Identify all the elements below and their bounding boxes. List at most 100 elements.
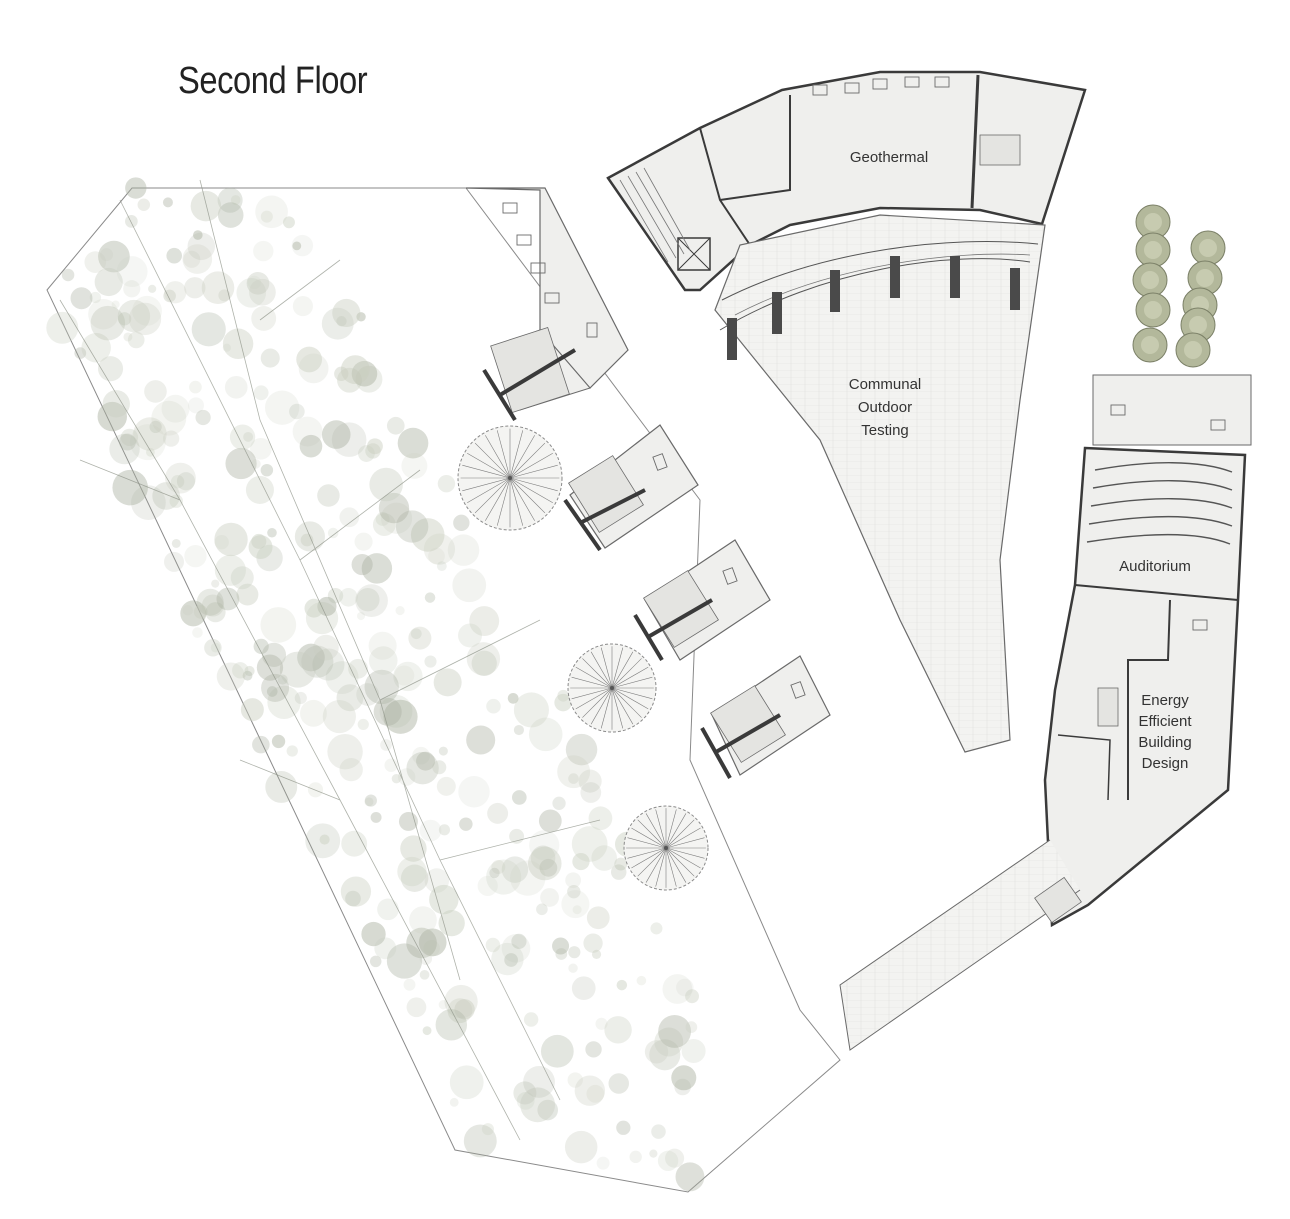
- site-boundary: [46, 187, 841, 1193]
- leaf-cluster: [171, 539, 181, 548]
- leaf-cluster: [317, 484, 340, 507]
- leaf-cluster: [265, 771, 298, 803]
- leaf-cluster: [210, 642, 221, 653]
- leaf-cluster: [123, 332, 133, 342]
- leaf-cluster: [591, 949, 602, 960]
- leaf-cluster: [377, 898, 399, 921]
- leaf-cluster: [253, 638, 269, 655]
- leaf-cluster: [201, 594, 224, 617]
- leaf-cluster: [424, 868, 450, 893]
- leaf-cluster: [307, 782, 324, 798]
- leaf-cluster: [564, 1130, 598, 1164]
- leaf-cluster: [370, 811, 382, 823]
- leaf-cluster: [321, 307, 354, 340]
- leaf-cluster: [214, 522, 248, 557]
- leaf-cluster: [507, 692, 519, 704]
- leaf-cluster: [391, 773, 402, 784]
- leaf-cluster: [372, 513, 396, 536]
- leaf-cluster: [260, 210, 273, 223]
- leaf-cluster: [528, 717, 563, 752]
- leaf-cluster: [240, 698, 264, 722]
- leaf-cluster: [148, 284, 157, 293]
- leaf-cluster: [339, 587, 358, 607]
- leaf-cluster: [327, 527, 339, 539]
- leaf-cluster: [568, 773, 579, 784]
- leaf-cluster: [449, 1065, 484, 1100]
- leaf-cluster: [418, 928, 447, 957]
- leaf-cluster: [187, 397, 204, 414]
- leaf-cluster: [410, 518, 445, 552]
- leaf-cluster: [487, 802, 509, 824]
- leaf-cluster: [509, 828, 525, 844]
- leaf-cluster: [489, 867, 500, 879]
- leaf-cluster: [481, 1123, 494, 1136]
- leaf-cluster: [230, 566, 254, 590]
- leaf-cluster: [251, 533, 267, 549]
- leaf-cluster: [419, 819, 442, 842]
- leaf-cluster: [129, 424, 166, 461]
- leaf-cluster: [187, 232, 216, 261]
- leaf-cluster: [271, 734, 286, 749]
- leaf-cluster: [565, 733, 598, 766]
- leaf-cluster: [247, 275, 261, 290]
- label-auditorium: Auditorium: [1119, 558, 1191, 575]
- leaf-cluster: [432, 760, 447, 775]
- tree-icon: [1132, 262, 1168, 298]
- leaf-cluster: [438, 999, 449, 1010]
- columnar-trees: [1132, 204, 1226, 368]
- leaf-cluster: [561, 890, 590, 919]
- leaf-cluster: [436, 561, 447, 572]
- leaf-cluster: [189, 380, 202, 394]
- leaf-cluster: [89, 291, 102, 304]
- leaf-cluster: [74, 347, 87, 360]
- leaf-cluster: [649, 1149, 658, 1158]
- leaf-cluster: [665, 1148, 685, 1168]
- leaf-cluster: [571, 976, 596, 1001]
- leaf-cluster: [266, 686, 278, 697]
- leaf-cluster: [572, 852, 590, 871]
- leaf-cluster: [217, 187, 243, 213]
- leaf-cluster: [452, 568, 487, 603]
- leaf-cluster: [292, 296, 313, 317]
- leaf-cluster: [616, 979, 628, 991]
- leaf-cluster: [102, 390, 130, 418]
- leaf-cluster: [681, 1039, 706, 1064]
- table-icon: [502, 202, 518, 214]
- leaf-cluster: [516, 1091, 535, 1110]
- table-icon: [530, 262, 546, 274]
- leaf-cluster: [595, 1017, 608, 1030]
- table-icon: [586, 322, 598, 338]
- leaf-cluster: [477, 875, 498, 896]
- leaf-cluster: [191, 312, 226, 347]
- communal-outdoor-area: [714, 214, 1046, 753]
- leaf-cluster: [435, 1009, 468, 1041]
- leaf-cluster: [292, 241, 302, 251]
- label-communal-2: Outdoor: [858, 399, 912, 416]
- leaf-cluster: [319, 834, 330, 845]
- tree-icon: [567, 643, 657, 733]
- leaf-cluster: [374, 937, 397, 960]
- leaf-cluster: [351, 554, 373, 576]
- leaf-cluster: [112, 469, 148, 506]
- leaf-cluster: [162, 430, 180, 447]
- leaf-cluster: [236, 583, 259, 606]
- leaf-cluster: [256, 544, 283, 572]
- leaf-cluster: [486, 698, 501, 714]
- leaf-cluster: [397, 856, 427, 887]
- leaf-cluster: [557, 755, 591, 789]
- leaf-cluster: [183, 250, 201, 268]
- leaf-cluster: [332, 298, 361, 328]
- leaf-cluster: [214, 535, 229, 550]
- leaf-cluster: [305, 823, 341, 859]
- leaf-cluster: [447, 534, 480, 566]
- auditorium-building: [839, 374, 1252, 1051]
- leaf-cluster: [356, 312, 366, 322]
- leaf-cluster: [161, 394, 190, 423]
- leaf-cluster: [301, 645, 334, 678]
- leaf-cluster: [410, 628, 422, 640]
- leaf-cluster: [317, 596, 337, 616]
- leaf-cluster: [98, 240, 130, 273]
- leaf-cluster: [437, 474, 456, 493]
- leaf-cluster: [513, 692, 549, 728]
- leaf-cluster: [585, 1041, 602, 1058]
